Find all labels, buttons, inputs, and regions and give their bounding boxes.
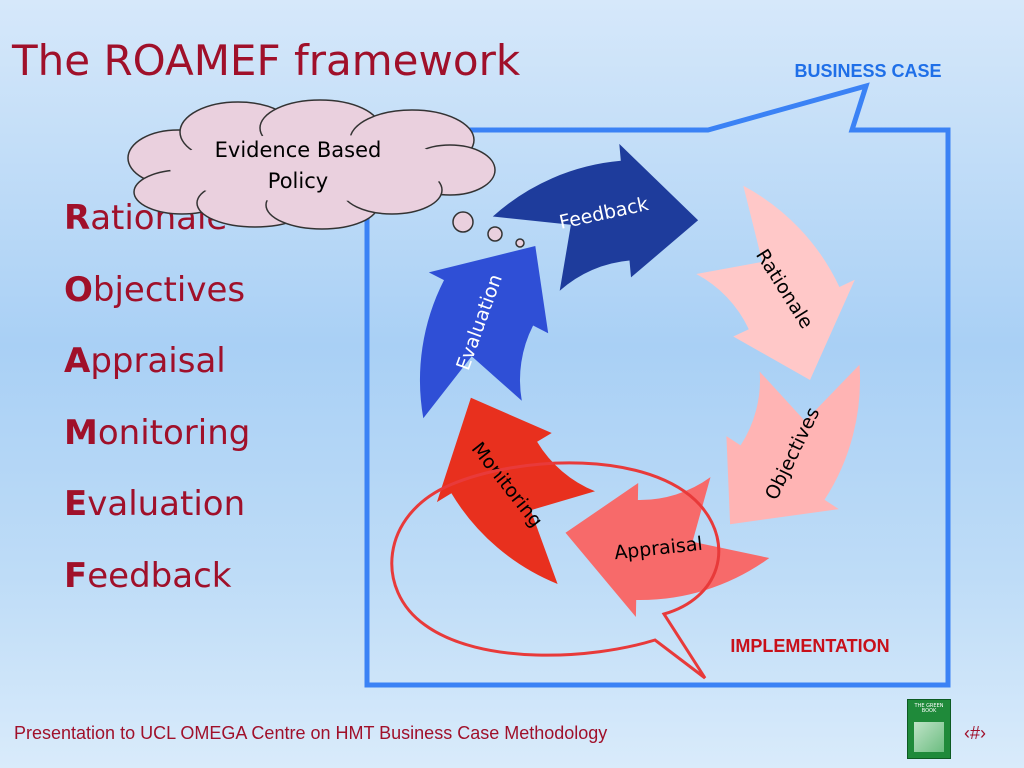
page-number: ‹#› [964,723,986,743]
acronym-rationale: Rationale [64,196,250,268]
cycle-arrow-feedback [492,143,699,291]
cycle-arrow-objectives [726,364,861,525]
cycle-arrows: EvaluationMonitoringAppraisalObjectivesR… [419,143,861,617]
footer-text: Presentation to UCL OMEGA Centre on HMT … [14,723,608,743]
business-case-label: BUSINESS CASE [794,61,941,81]
green-book-cover: THE GREEN BOOK [907,699,951,759]
cloud-fill [170,134,450,202]
green-book-image [914,722,944,752]
business-case-frame [364,82,951,688]
acronym-list: Rationale Objectives Appraisal Monitorin… [64,196,250,625]
cloud-text-line1: Evidence Based [215,138,382,162]
acronym-monitoring: Monitoring [64,411,250,483]
acronym-rest: eedback [87,555,232,596]
implementation-label: IMPLEMENTATION [730,636,889,656]
slide-title: The ROAMEF framework [12,36,521,85]
acronym-letter: R [64,198,91,238]
acronym-letter: O [64,269,93,310]
acronym-objectives: Objectives [64,268,250,340]
thought-bubble-large [452,211,474,233]
cloud-text-line2: Policy [268,169,328,193]
acronym-rest: valuation [87,484,246,524]
acronym-appraisal: Appraisal [64,339,250,411]
acronym-rest: onitoring [97,412,251,453]
thought-bubble-medium [487,226,503,242]
acronym-rest: bjectives [92,269,246,310]
implementation-bubble [390,461,721,680]
acronym-feedback: Feedback [64,554,250,626]
acronym-letter: M [64,412,98,453]
acronym-letter: F [64,555,88,596]
acronym-evaluation: Evaluation [64,482,250,554]
cycle-arrow-rationale [696,185,855,380]
acronym-rest: ppraisal [90,341,226,381]
cycle-arrow-evaluation [419,246,549,419]
green-book-title: THE GREEN BOOK [914,703,944,714]
acronym-letter: E [64,484,88,524]
acronym-letter: A [64,341,91,381]
cycle-arrow-appraisal [565,477,770,617]
cycle-arrow-monitoring [436,397,595,584]
thought-bubble-small [515,238,525,248]
